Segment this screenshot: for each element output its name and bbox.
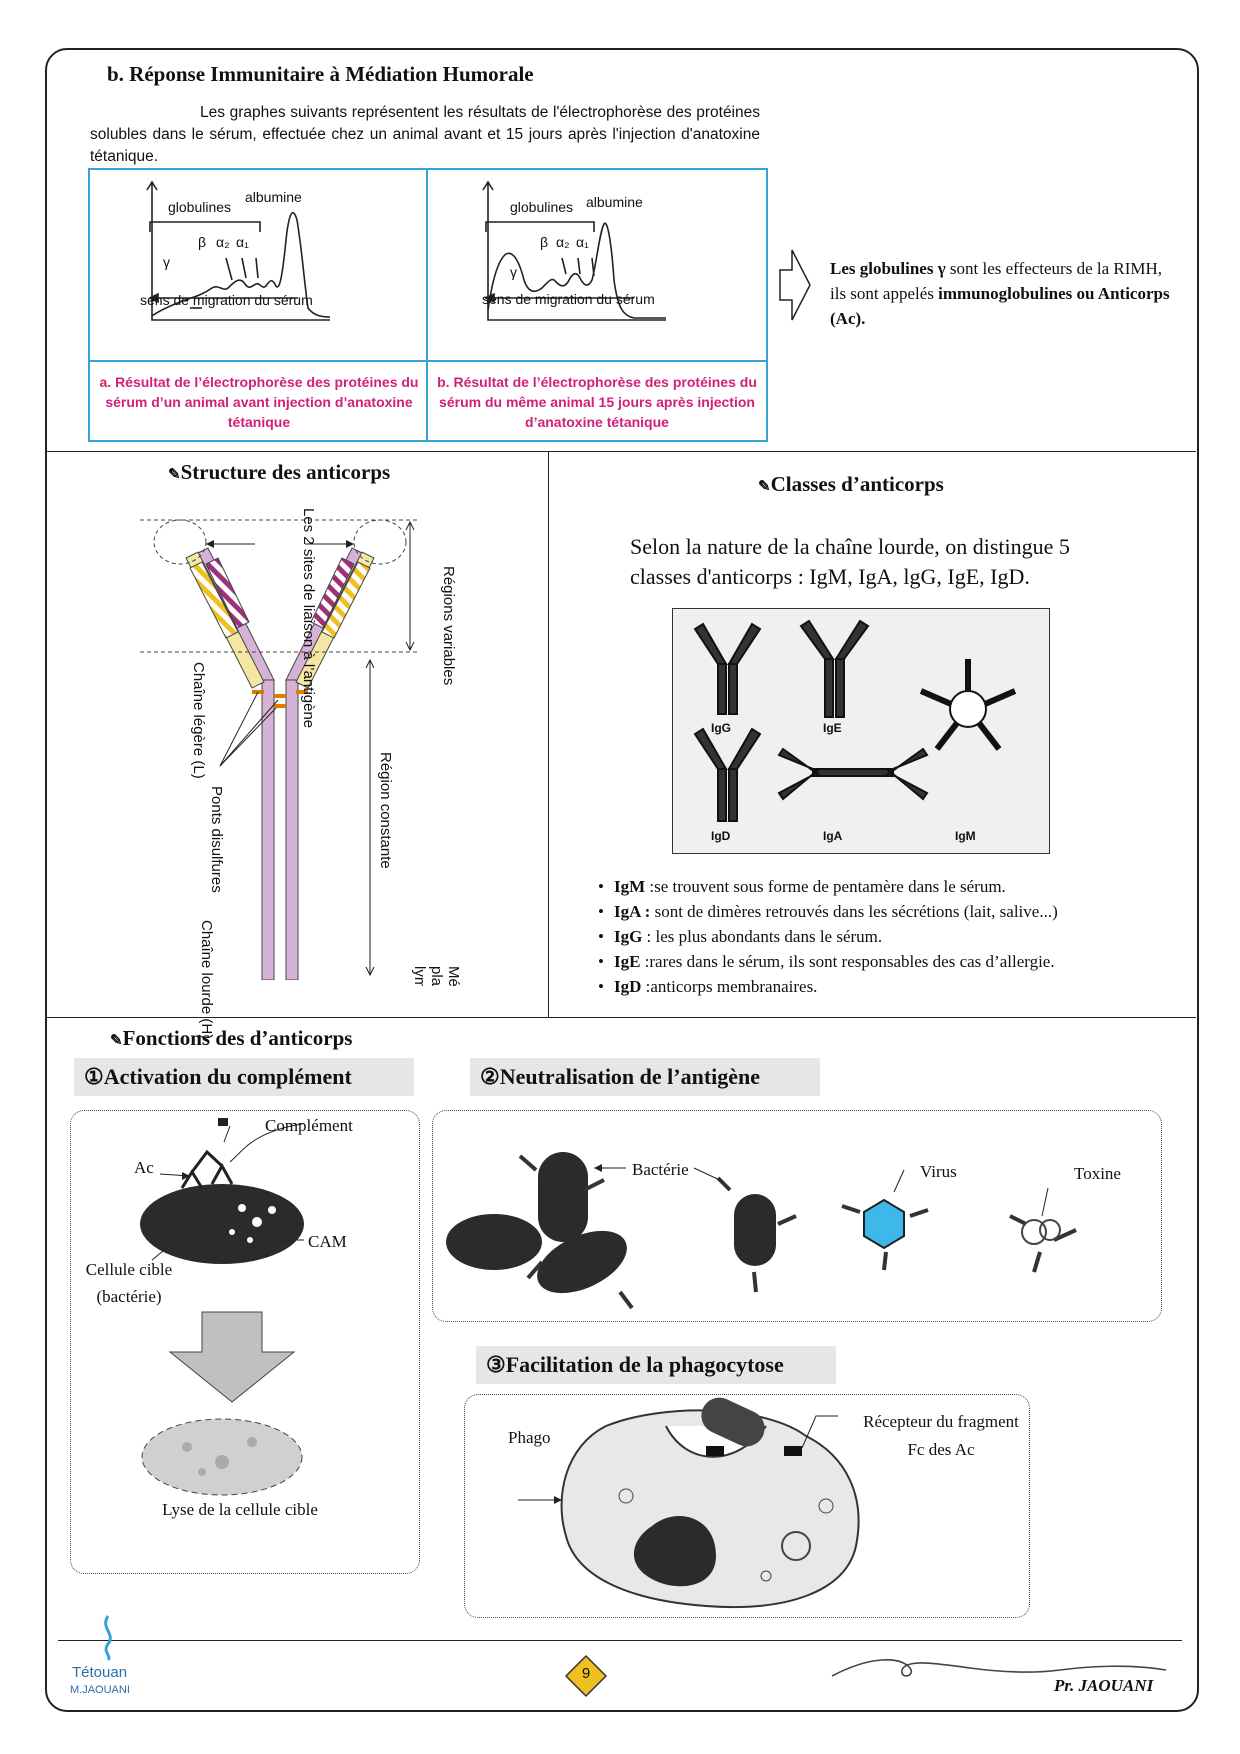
f1-cellule-label: Cellule cible (bactérie)	[85, 1260, 173, 1306]
label-ponts: Ponts disulfures	[208, 786, 225, 893]
divider-2	[46, 1017, 1196, 1018]
graph-a-axis-label: sens de migration du sérum	[140, 292, 313, 308]
conclusion-bold-2: immunoglobulines ou Anticorps (Ac).	[830, 284, 1170, 328]
conclusion-bold-1: Les globulines γ	[830, 259, 946, 278]
graph-a-alpha2: α₂	[216, 234, 230, 250]
graph-a-albumine: albumine	[245, 189, 302, 205]
graph-a-alpha1: α₁	[236, 234, 249, 250]
classes-figure: IgG IgE IgD IgA IgM	[672, 608, 1050, 854]
pencil-icon: ✎	[758, 479, 771, 495]
f2-bacterie-label: Bactérie	[632, 1160, 689, 1179]
graph-b-beta: β	[540, 234, 549, 250]
pencil-icon: ✎	[168, 467, 181, 483]
class-label-iga: IgA	[823, 829, 843, 843]
f1-lyse-label: Lyse de la cellule cible	[162, 1500, 318, 1519]
class-label-igg: IgG	[711, 721, 731, 735]
f3-box	[464, 1394, 1030, 1618]
conclusion-text: Les globulines γ sont les effecteurs de …	[830, 256, 1180, 331]
f1-ac-label: Ac	[134, 1158, 154, 1177]
f2-box	[432, 1110, 1162, 1322]
list-item: IgG : les plus abondants dans le sérum.	[598, 924, 1198, 949]
footer-logo-name: M.JAOUANI	[70, 1684, 130, 1696]
fonctions-title: ✎Fonctions des d’anticorps	[110, 1026, 352, 1051]
graph-a-globulines: globulines	[168, 199, 232, 215]
graph-a-gamma: γ	[163, 254, 170, 270]
classes-intro: Selon la nature de la chaîne lourde, on …	[630, 534, 1070, 589]
classes-title: ✎Classes d’anticorps	[758, 472, 944, 497]
arrow-icon	[779, 249, 811, 321]
graph-b-alpha1: α₁	[576, 234, 589, 250]
logo-icon	[104, 1615, 112, 1662]
label-region-constante: Région constante	[377, 752, 394, 869]
structure-title-text: Structure des anticorps	[180, 460, 391, 484]
f3-recepteur-label: Récepteur du fragment Fc des Ac	[863, 1412, 1019, 1459]
conclusion-normal: sont les effecteurs de la RIMH, ils sont…	[830, 259, 1163, 303]
footer-author: Pr. JAOUANI	[1054, 1676, 1154, 1695]
f3-title: ③Facilitation de la phagocytose	[476, 1346, 836, 1384]
graph-b-globulines: globulines	[510, 199, 574, 215]
list-item: IgM :se trouvent sous forme de pentamère…	[598, 874, 1198, 899]
caption-divider	[90, 360, 766, 362]
section-title: b. Réponse Immunitaire à Médiation Humor…	[107, 62, 534, 86]
figure-divider	[426, 170, 428, 440]
classes-title-text: Classes d’anticorps	[770, 472, 944, 496]
graph-a-beta: β	[198, 234, 207, 250]
f1-complement-label: Complément	[265, 1116, 353, 1135]
graph-b-gamma: γ	[510, 264, 517, 280]
footer-city: Tétouan	[72, 1664, 128, 1681]
label-regions-variables: Régions variables	[440, 566, 457, 686]
graph-b	[482, 180, 666, 321]
electrophoresis-figure: globulines albumine β α₂ α₁ γ sens de mi…	[88, 168, 768, 442]
f1-box	[70, 1110, 420, 1574]
pencil-icon: ✎	[110, 1033, 123, 1049]
label-chaine-lourde: Chaîne lourde (H)	[198, 920, 215, 1040]
f1-title: ①Activation du complément	[74, 1058, 414, 1096]
label-membrane: Mé plasr lymp	[411, 966, 462, 986]
f2-toxine-label: Toxine	[1074, 1164, 1121, 1183]
footer-divider	[58, 1640, 1182, 1641]
antibody-classes-drawing	[693, 619, 1017, 822]
signature-flourish	[831, 1659, 1167, 1677]
f2-title: ②Neutralisation de l’antigène	[470, 1058, 820, 1096]
f3-phago-label: Phago	[508, 1428, 551, 1447]
classes-list: IgM :se trouvent sous forme de pentamère…	[598, 874, 1198, 999]
class-label-igd: IgD	[711, 829, 731, 843]
divider-1	[46, 451, 1196, 452]
list-item: IgA : sont de dimères retrouvés dans les…	[598, 899, 1198, 924]
neutralisation-drawing	[446, 1152, 1077, 1310]
page-frame	[45, 48, 1199, 1712]
page-number: 9	[581, 1665, 591, 1682]
caption-a: a. Résultat de l’électrophorèse des prot…	[99, 374, 419, 430]
label-sites: Les 2 sites de liaison à l’antigène	[300, 508, 317, 729]
class-label-ige: IgE	[823, 721, 842, 735]
complement-drawing	[140, 1118, 304, 1496]
graph-a	[146, 180, 331, 321]
f1-cam-label: CAM	[308, 1232, 347, 1251]
f2-virus-label: Virus	[920, 1162, 957, 1181]
page-number-badge	[564, 1654, 608, 1698]
list-item: IgD :anticorps membranaires.	[598, 974, 1198, 999]
class-label-igm: IgM	[955, 829, 976, 843]
phagocytose-drawing	[518, 1397, 860, 1608]
antibody-structure-diagram	[140, 519, 420, 980]
structure-title: ✎Structure des anticorps	[168, 460, 390, 485]
label-chaine-legere: Chaîne légère (L)	[190, 662, 207, 779]
intro-paragraph: Les graphes suivants représentent les ré…	[90, 104, 760, 165]
graph-b-axis-label: sens de migration du sérum	[482, 291, 655, 307]
fonctions-title-text: Fonctions des d’anticorps	[122, 1026, 353, 1050]
divider-vertical	[548, 451, 549, 1017]
graph-b-alpha2: α₂	[556, 234, 570, 250]
list-item: IgE :rares dans le sérum, ils sont respo…	[598, 949, 1198, 974]
caption-b: b. Résultat de l’électrophorèse des prot…	[437, 374, 757, 430]
graph-b-albumine: albumine	[586, 194, 643, 210]
